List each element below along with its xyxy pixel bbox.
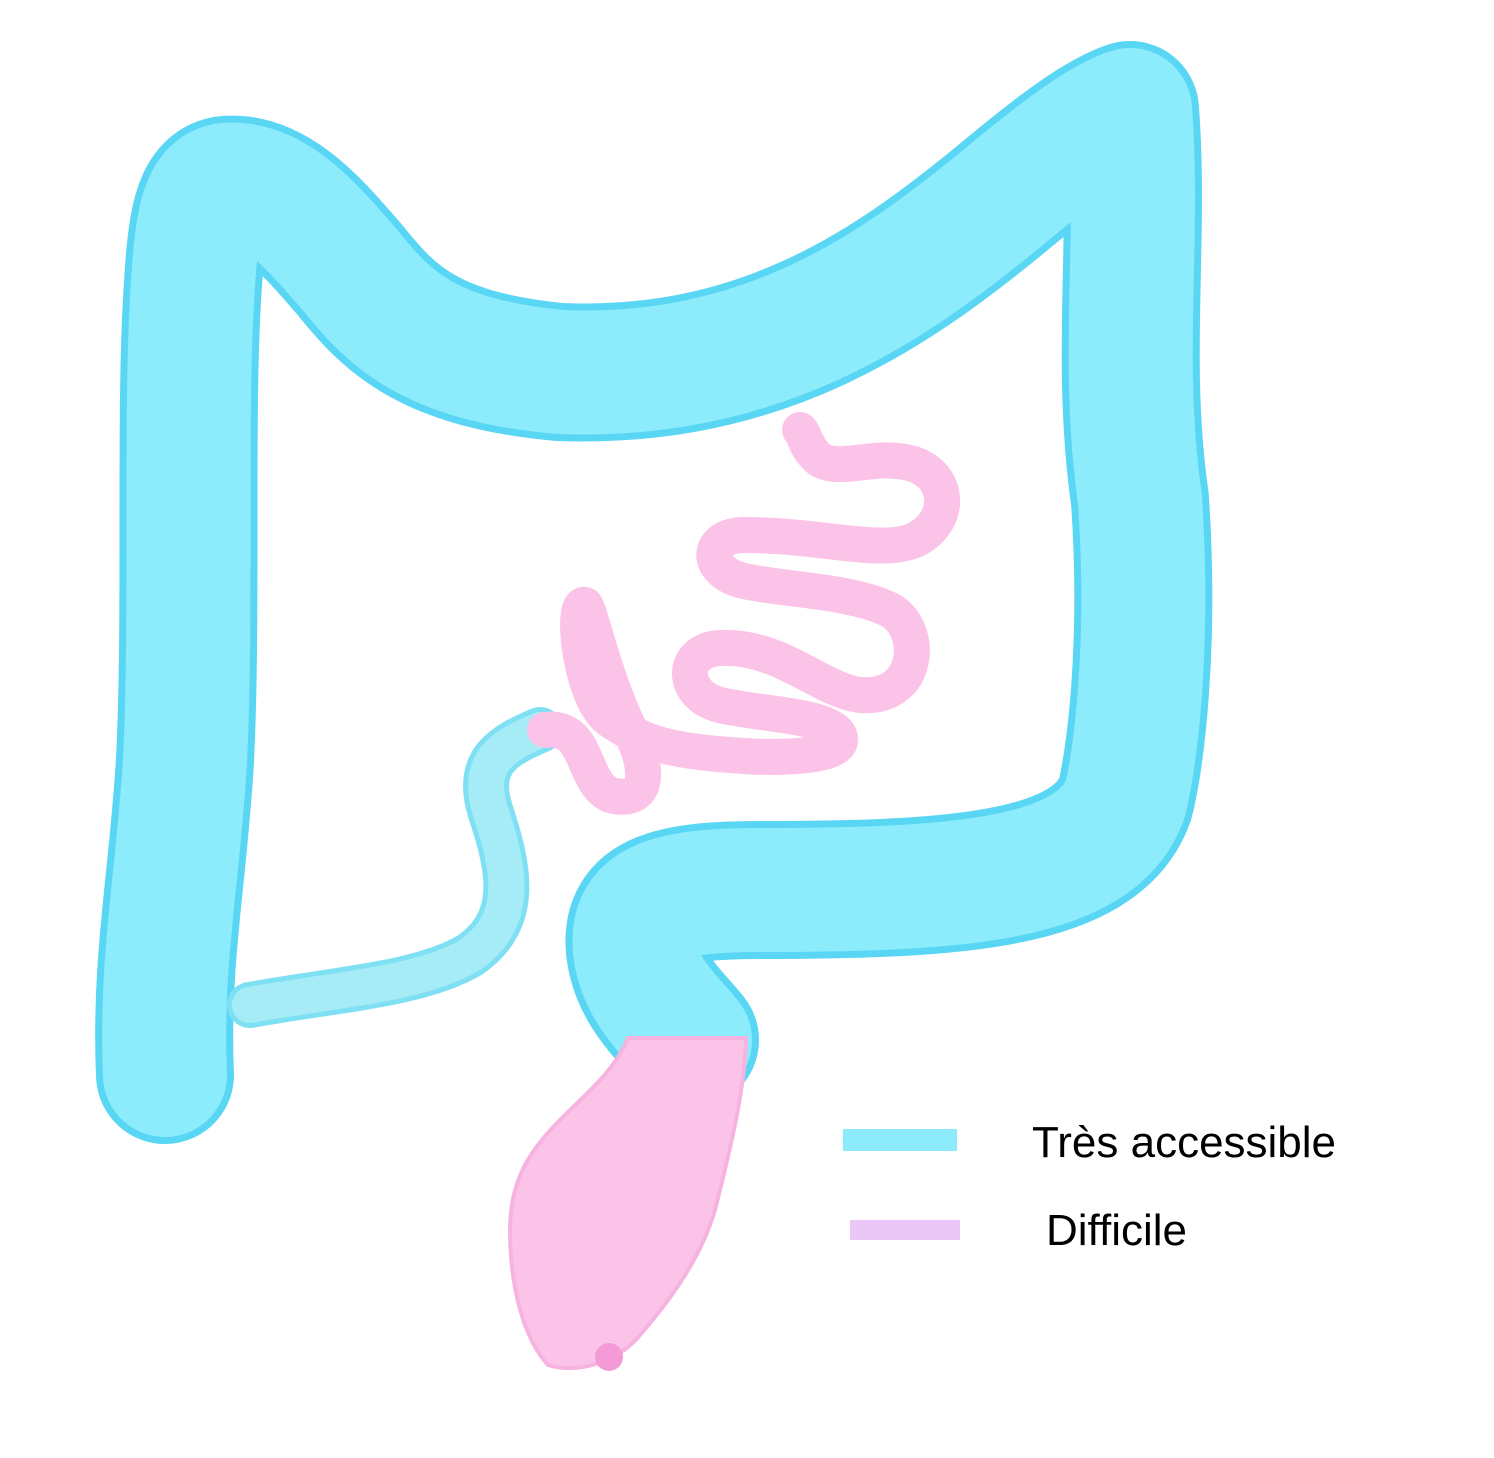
legend-swatch-accessible: [843, 1129, 957, 1151]
rectum: [507, 1036, 749, 1371]
small-intestine: [527, 412, 960, 815]
colon-body: [102, 48, 1206, 1137]
terminal-ileum: [227, 707, 563, 1028]
anus-dot: [595, 1343, 623, 1371]
legend-label-accessible: Très accessible: [1032, 1118, 1337, 1167]
legend: [843, 1129, 960, 1240]
colon: [95, 41, 1213, 1144]
legend-swatch-difficult: [850, 1220, 960, 1240]
legend-label-difficult: Difficile: [1046, 1206, 1188, 1255]
